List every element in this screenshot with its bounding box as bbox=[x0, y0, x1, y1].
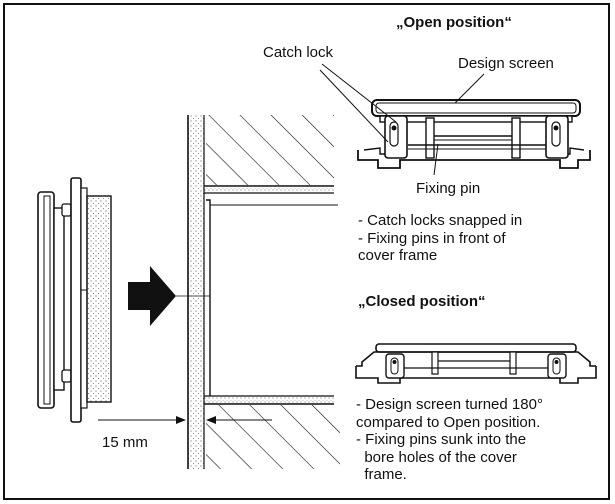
dimension-lines bbox=[98, 416, 272, 424]
open-position-illustration bbox=[357, 99, 591, 169]
closed-note-line: bore holes of the cover bbox=[356, 448, 517, 466]
closed-note-line: frame. bbox=[356, 466, 407, 484]
duct-pipe bbox=[204, 185, 338, 405]
heading-closed-position: „Closed position“ bbox=[358, 293, 486, 310]
insert-direction-arrow bbox=[128, 266, 176, 326]
open-note-line: - Fixing pins in front of bbox=[358, 229, 506, 247]
label-fixing-pin: Fixing pin bbox=[416, 180, 481, 197]
label-catch-lock: Catch lock bbox=[263, 44, 334, 61]
open-note-line: cover frame bbox=[358, 247, 438, 265]
valve-side-view bbox=[37, 177, 112, 423]
wall-section bbox=[187, 115, 340, 469]
dimension-label: 15 mm bbox=[102, 434, 148, 451]
closed-position-notes: - Design screen turned 180° compared to … bbox=[356, 396, 543, 484]
open-position-notes: - Catch locks snapped in - Fixing pins i… bbox=[358, 212, 522, 265]
closed-note-line: - Fixing pins sunk into the bbox=[356, 431, 527, 449]
open-note-line: - Catch locks snapped in bbox=[358, 212, 523, 229]
closed-position-illustration bbox=[355, 343, 597, 384]
label-design-screen: Design screen bbox=[458, 55, 554, 72]
heading-open-position: „Open position“ bbox=[396, 14, 512, 31]
figure-frame bbox=[3, 3, 610, 500]
closed-note-line: - Design screen turned 180° bbox=[356, 396, 543, 413]
closed-note-line: compared to Open position. bbox=[356, 413, 541, 431]
leader-lines bbox=[319, 63, 485, 176]
